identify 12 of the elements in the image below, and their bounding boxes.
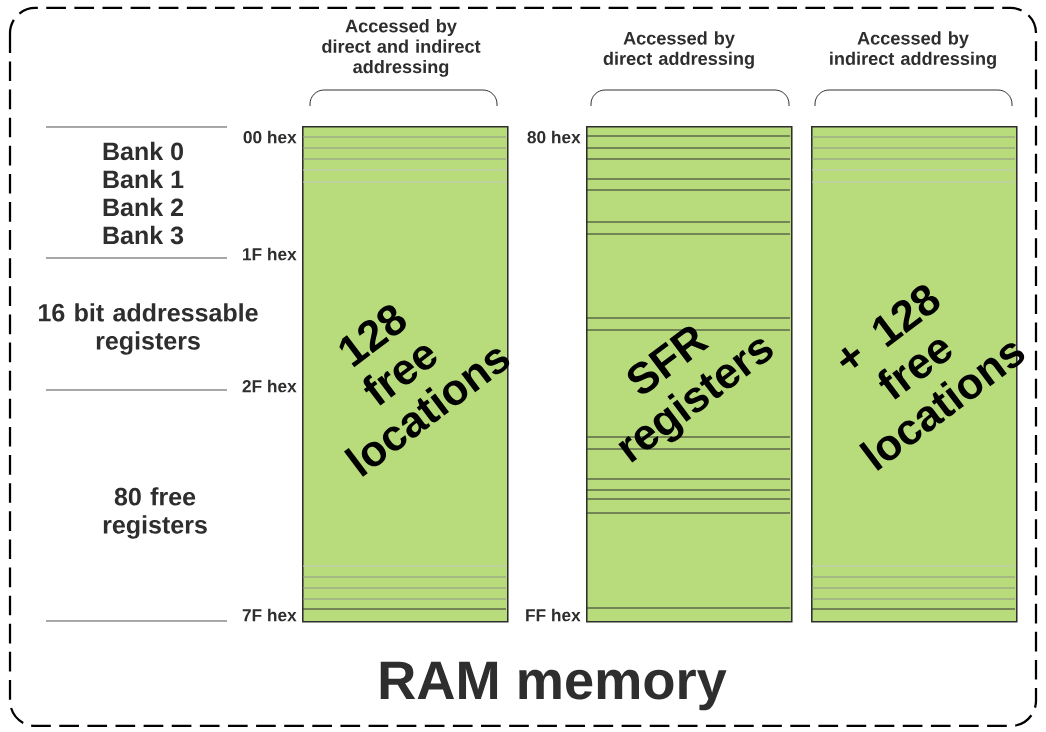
region-label: 16 bit addressable registers [39, 303, 258, 355]
bank-label: Bank 0 [103, 141, 183, 161]
address-label: 80 hex [527, 130, 581, 144]
caption-text: RAM memory [380, 661, 727, 711]
address-label: FF hex [526, 608, 581, 622]
column-heading: Accessed by indirect addressing [830, 31, 996, 69]
bank-label: Bank 3 [103, 225, 184, 245]
column-heading: Accessed by direct addressing [603, 31, 754, 69]
region-label: 80 free registers [103, 487, 207, 539]
bank-label: Bank 2 [103, 197, 183, 217]
column-heading: Accessed by direct and indirect addressing [322, 19, 481, 77]
bank-label: Bank 1 [103, 169, 184, 189]
